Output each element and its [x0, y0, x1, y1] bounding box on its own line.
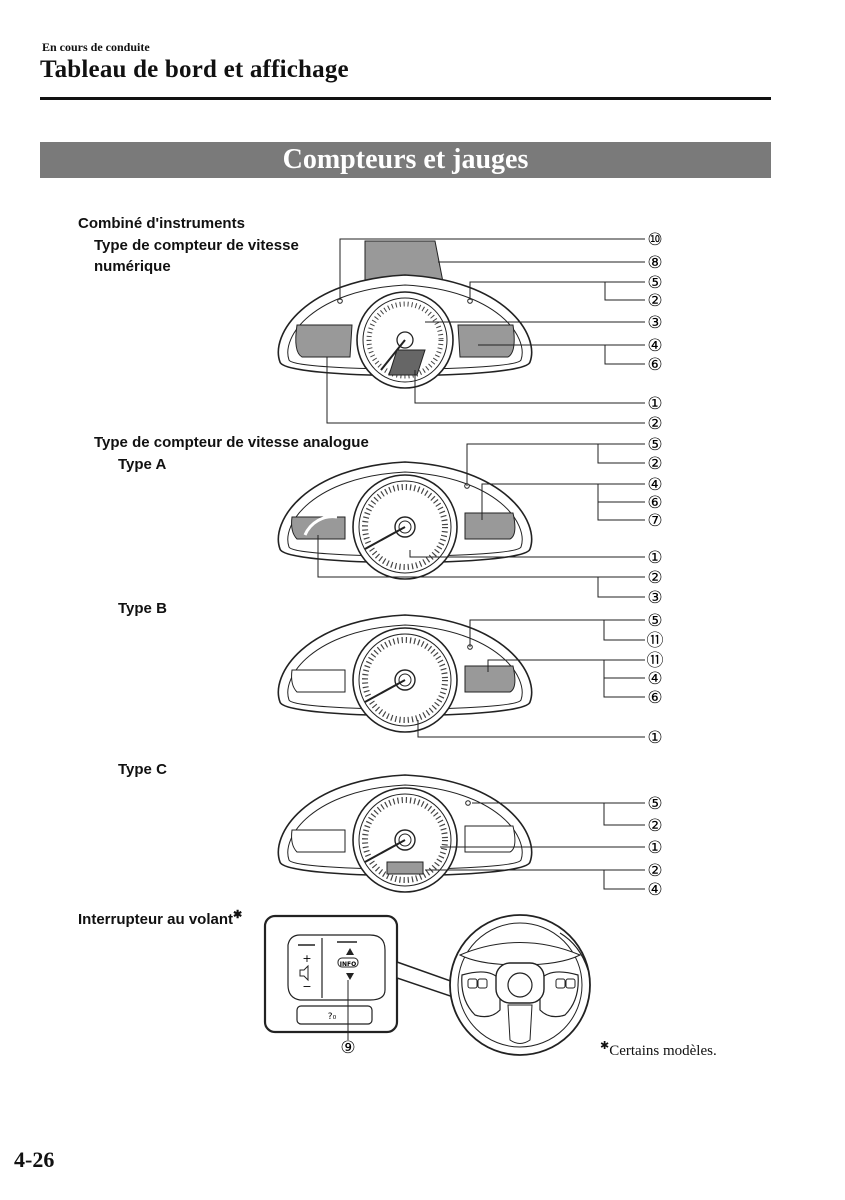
type-b-callouts: ⑤ ⑪ ⑪ ④ ⑥ ①: [647, 611, 664, 748]
type-a-callouts: ⑤ ② ④ ⑥ ⑦ ① ② ③: [647, 435, 662, 608]
callout-3: ③: [647, 313, 662, 333]
callout-5: ⑤: [647, 273, 662, 293]
page-title: Tableau de bord et affichage: [40, 56, 349, 83]
callout-2b: ②: [647, 414, 662, 434]
section-banner: Compteurs et jauges: [40, 142, 771, 178]
switch-label: Interrupteur au volant✱: [78, 908, 242, 928]
steering-switch-panel: + − INFO ?₀ ⑨: [263, 914, 463, 1058]
c-callout-2: ②: [647, 816, 662, 836]
callout-6: ⑥: [647, 355, 662, 375]
footnote-text: Certains modèles.: [609, 1043, 717, 1059]
b-callout-11b: ⑪: [647, 651, 664, 671]
c-callout-5: ⑤: [647, 794, 662, 814]
combined-label: Combiné d'instruments: [78, 215, 245, 232]
digital-type-label-2: numérique: [94, 258, 171, 275]
footnote-asterisk: ✱: [600, 1040, 610, 1052]
a-callout-4: ④: [647, 475, 662, 495]
type-b-cluster: [277, 614, 533, 732]
a-callout-2: ②: [647, 454, 662, 474]
type-a-label: Type A: [118, 456, 167, 473]
volume-minus: −: [302, 980, 311, 993]
section-header: En cours de conduite: [42, 40, 150, 54]
callout-1: ①: [647, 394, 662, 414]
a-callout-5: ⑤: [647, 435, 662, 455]
type-c-leaders: [425, 802, 645, 890]
c-callout-1: ①: [647, 838, 662, 858]
digital-leaders: [326, 238, 645, 424]
a-callout-2b: ②: [647, 568, 662, 588]
up-arrow-icon: [346, 948, 354, 955]
type-c-callouts: ⑤ ② ① ② ④: [647, 794, 662, 900]
type-a-cluster: [277, 461, 533, 579]
type-c-label: Type C: [118, 761, 167, 778]
b-callout-4: ④: [647, 669, 662, 689]
down-arrow-icon: [346, 973, 354, 980]
b-callout-6: ⑥: [647, 688, 662, 708]
page-number: 4-26: [14, 1147, 55, 1172]
digital-cluster: [277, 240, 533, 389]
switch-label-text: Interrupteur au volant: [78, 911, 234, 928]
type-a-leaders: [317, 443, 645, 598]
analog-type-label: Type de compteur de vitesse analogue: [94, 434, 369, 451]
title-rule: [40, 97, 771, 100]
footnote: ✱Certains modèles.: [600, 1039, 717, 1060]
callout-10: ⑩: [647, 230, 662, 250]
b-callout-5: ⑤: [647, 611, 662, 631]
voice-button: [296, 1005, 373, 1025]
callout-4: ④: [647, 336, 662, 356]
digital-type-label: Type de compteur de vitesse: [94, 237, 299, 254]
speaker-icon: [299, 964, 309, 982]
b-callout-11: ⑪: [647, 631, 664, 651]
voice-icon: ?₀: [328, 1012, 337, 1022]
b-callout-1: ①: [647, 728, 662, 748]
c-callout-2b: ②: [647, 861, 662, 881]
steering-wheel: [449, 914, 591, 1056]
switch-callout-9: ⑨: [340, 1038, 355, 1058]
a-callout-6: ⑥: [647, 493, 662, 513]
digital-callouts: ⑩ ⑧ ⑤ ② ③ ④ ⑥ ① ②: [647, 230, 662, 434]
a-callout-7: ⑦: [647, 511, 662, 531]
callout-8: ⑧: [647, 253, 662, 273]
type-b-label: Type B: [118, 600, 167, 617]
a-callout-3: ③: [647, 588, 662, 608]
type-b-leaders: [417, 619, 645, 738]
switch-asterisk: ✱: [233, 909, 243, 921]
c-callout-4: ④: [647, 880, 662, 900]
callout-2: ②: [647, 291, 662, 311]
volume-plus: +: [302, 952, 311, 965]
type-c-cluster: [277, 774, 533, 892]
a-callout-1: ①: [647, 548, 662, 568]
info-button-label: INFO: [340, 961, 356, 968]
